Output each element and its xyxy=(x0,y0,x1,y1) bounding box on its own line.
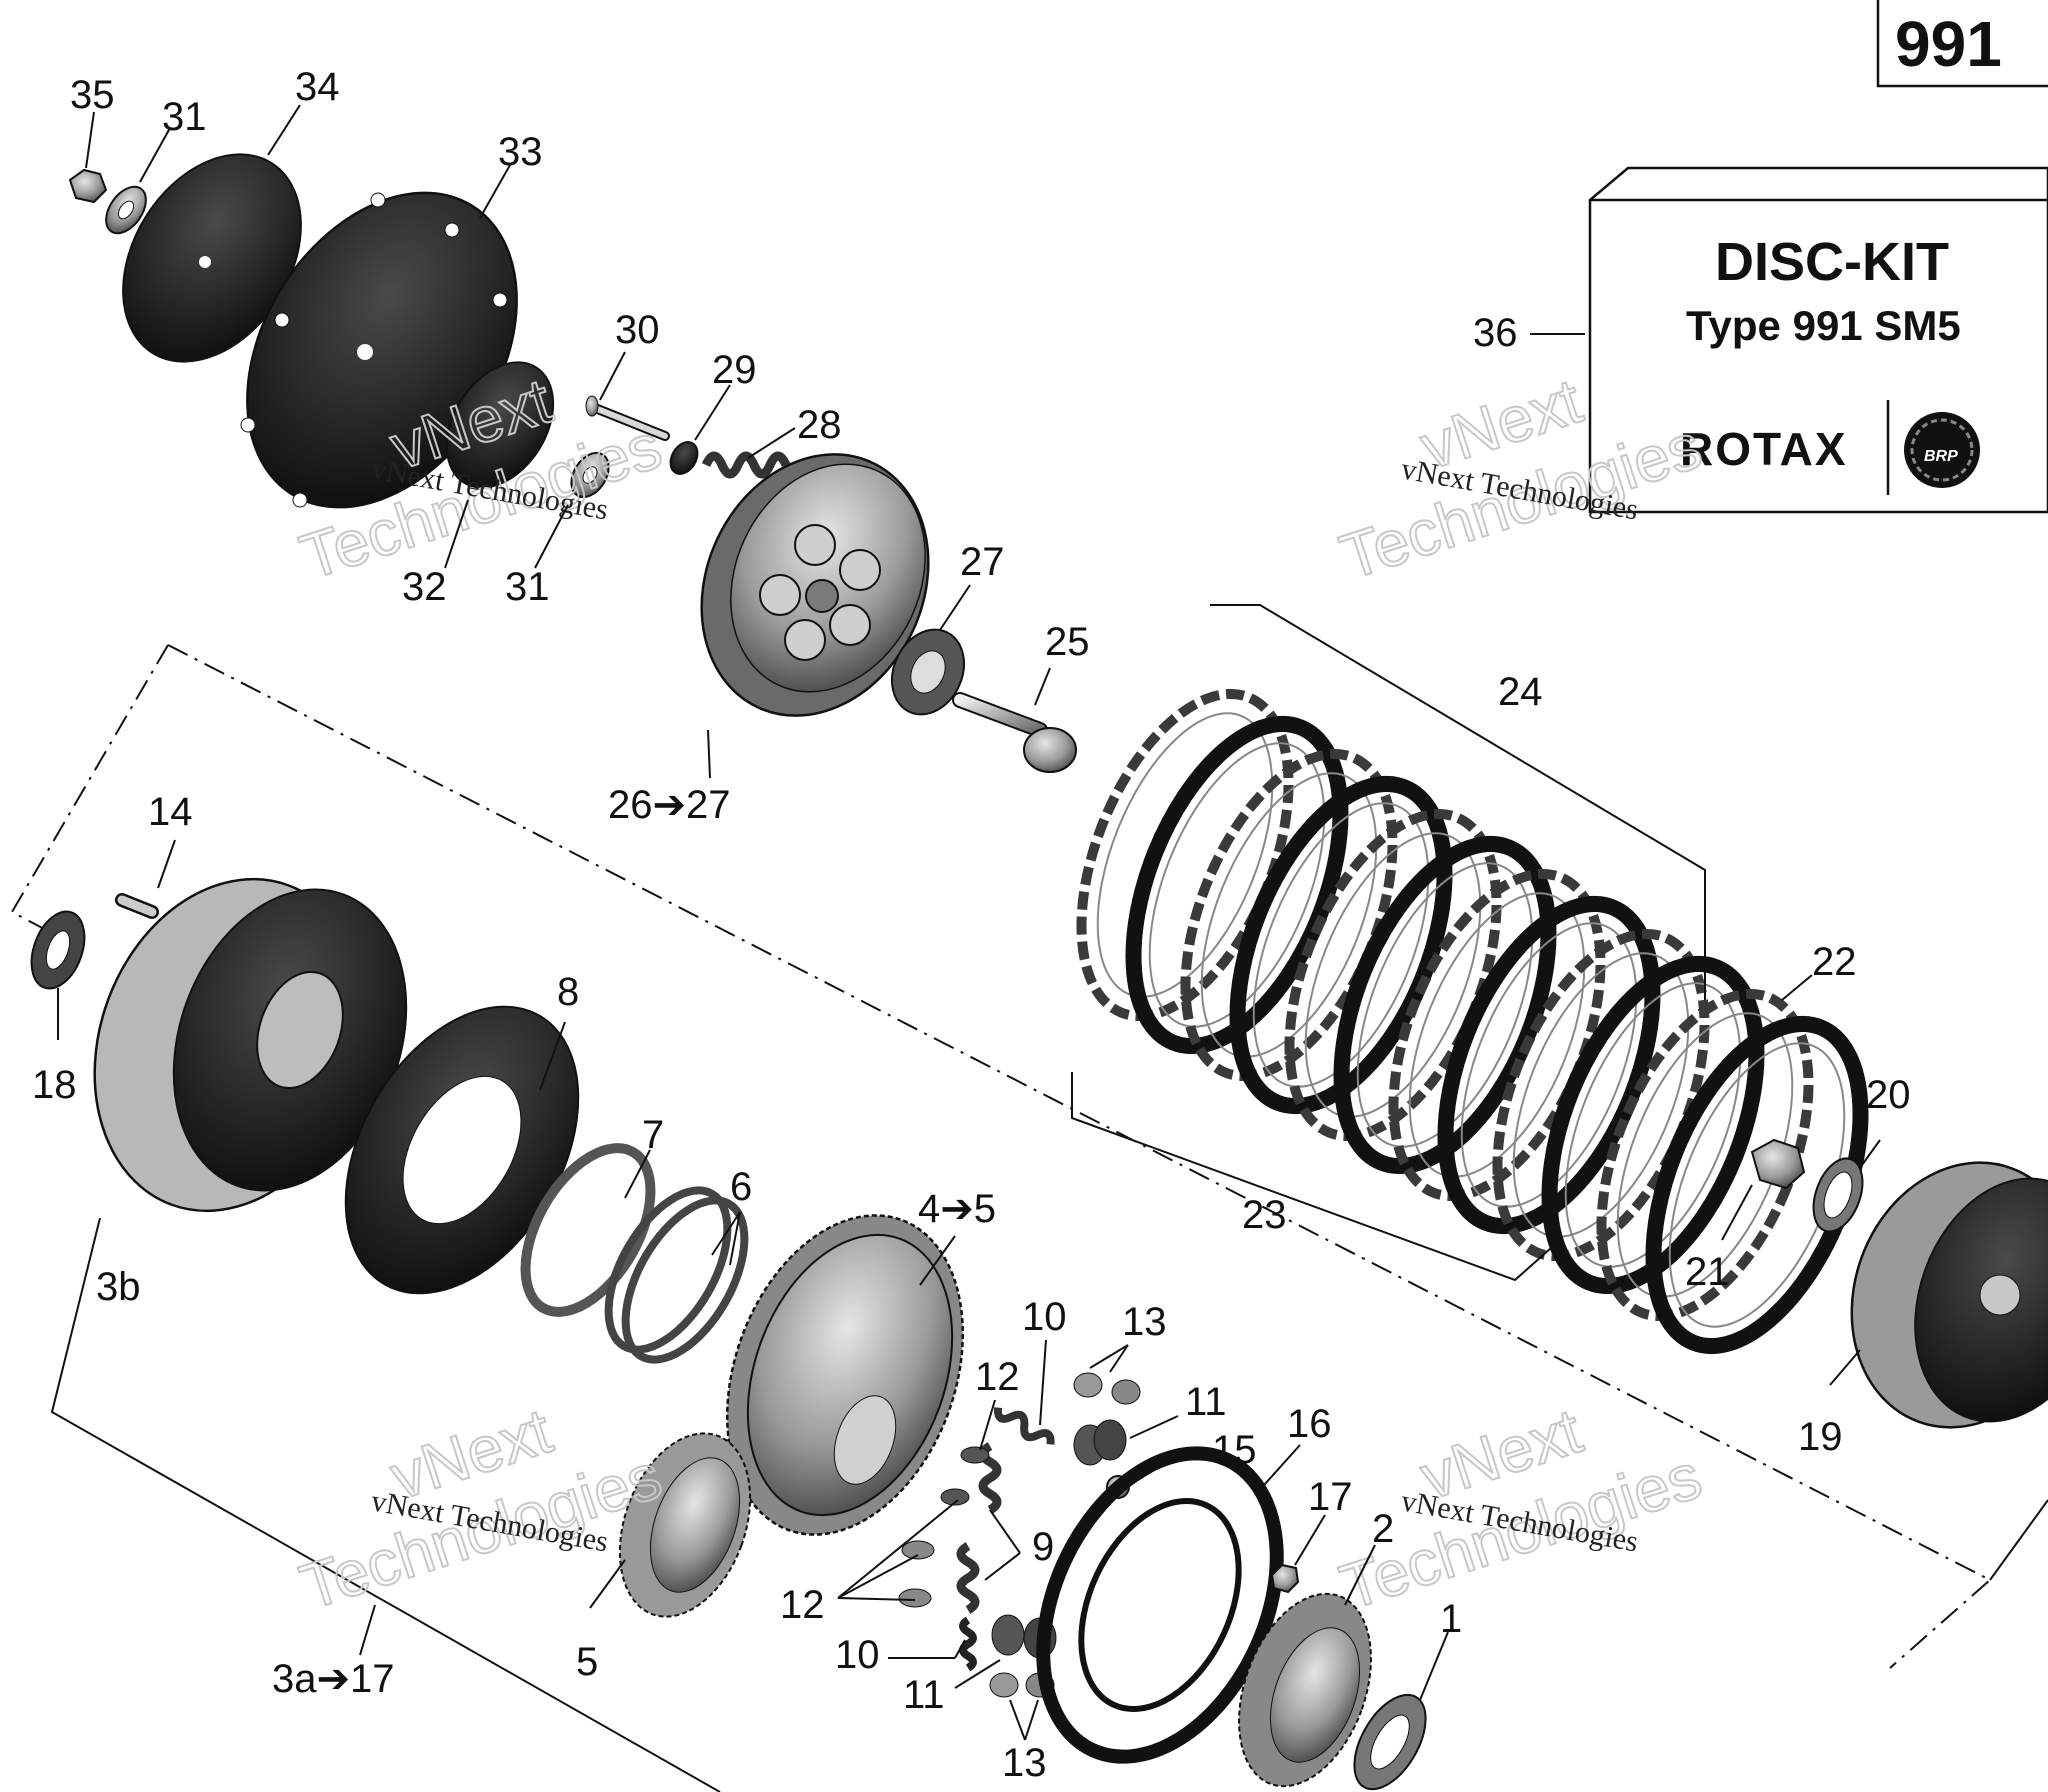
callout-27: 27 xyxy=(960,540,1005,584)
part-4-primary-gear xyxy=(725,1214,965,1536)
part-20-washer xyxy=(1812,1157,1864,1233)
callout-20: 20 xyxy=(1866,1073,1911,1117)
part-3b-clutch-basket xyxy=(93,877,408,1213)
callout-1: 1 xyxy=(1440,1597,1462,1641)
part-25-pushrod xyxy=(952,692,1077,773)
disc-stack-bracket xyxy=(1071,604,1706,1282)
clutch-disc-inner-edge xyxy=(1200,772,1378,1058)
clutch-disc-inner-edge xyxy=(1460,922,1638,1208)
part-35-nut xyxy=(68,168,108,204)
callout-34: 34 xyxy=(295,65,340,109)
callout-16: 16 xyxy=(1287,1402,1332,1446)
part-31-washer-b xyxy=(570,451,610,499)
clutch-disc-inner-edge xyxy=(1408,892,1586,1178)
callout-18: 18 xyxy=(32,1063,77,1107)
part-16-damper-plate xyxy=(1036,1446,1284,1764)
callout-36: 36 xyxy=(1473,311,1518,355)
clutch-disc-inner-edge xyxy=(1512,952,1690,1238)
part-2-gear xyxy=(1238,1592,1372,1788)
clutch-disc-inner-edge xyxy=(1096,712,1274,998)
part-14-pin xyxy=(115,893,159,919)
cover-assembly xyxy=(68,153,791,509)
part-18-ring xyxy=(30,910,86,990)
part-28-spring xyxy=(701,451,791,479)
callout-15: 15 xyxy=(1212,1428,1257,1472)
part-27-bearing xyxy=(891,628,965,716)
clutch-disc-inner-edge xyxy=(1564,982,1742,1268)
part-12-caps xyxy=(898,1446,990,1608)
callout-10-top: 10 xyxy=(1022,1295,1067,1339)
brp-logo-text: BRP xyxy=(1924,448,1958,465)
callout-21: 21 xyxy=(1685,1250,1730,1294)
part-21-nut xyxy=(1750,1138,1806,1190)
clutch-disc-inner-edge xyxy=(1304,832,1482,1118)
part-7-ring xyxy=(520,1143,656,1317)
callout-28: 28 xyxy=(797,403,842,447)
clutch-disc-inner-edge xyxy=(1148,742,1326,1028)
part-6-rings xyxy=(604,1186,749,1364)
callout-11-bottom: 11 xyxy=(903,1673,945,1717)
callout-17: 17 xyxy=(1308,1475,1353,1519)
kit-brand: ROTAX xyxy=(1680,423,1848,475)
kit-title: DISC-KIT xyxy=(1715,232,1949,292)
callout-13-top: 13 xyxy=(1122,1300,1167,1344)
callout-2: 2 xyxy=(1372,1507,1394,1551)
callout-3a-17: 3a➔17 xyxy=(272,1657,395,1701)
callout-7: 7 xyxy=(642,1113,664,1157)
callout-11-top: 11 xyxy=(1185,1380,1227,1424)
callout-4-5: 4➔5 xyxy=(918,1187,996,1231)
clutch-disc xyxy=(1541,955,1765,1295)
callout-14: 14 xyxy=(148,790,193,834)
callout-12-bottom: 12 xyxy=(780,1583,825,1627)
callout-26-27: 26➔27 xyxy=(608,783,731,827)
kit-subtitle: Type 991 SM5 xyxy=(1686,302,1961,349)
callout-31-top: 31 xyxy=(162,95,207,139)
part-8-plate xyxy=(344,1005,580,1295)
callout-30: 30 xyxy=(615,308,660,352)
part-17-nut xyxy=(1270,1563,1300,1594)
callout-9: 9 xyxy=(1032,1525,1054,1569)
part-32-diaphragm xyxy=(445,361,555,489)
callout-6: 6 xyxy=(730,1165,752,1209)
callout-23: 23 xyxy=(1242,1193,1287,1237)
page-number-box: 991 xyxy=(1876,0,2048,88)
part-30-bolt xyxy=(585,395,670,441)
callout-35: 35 xyxy=(70,73,115,117)
clutch-disc-stack xyxy=(1076,688,1869,1355)
callout-29: 29 xyxy=(712,348,757,392)
callout-32: 32 xyxy=(402,565,447,609)
part-11-cups-a xyxy=(1073,1419,1127,1466)
callout-25: 25 xyxy=(1045,620,1090,664)
callout-33: 33 xyxy=(498,130,543,174)
callout-12-top: 12 xyxy=(975,1355,1020,1399)
brp-logo-icon: BRP xyxy=(1904,412,1980,488)
callout-5: 5 xyxy=(576,1640,598,1684)
part-10-spring-a xyxy=(993,1407,1055,1445)
callout-10-bottom: 10 xyxy=(835,1633,880,1677)
part-10-spring-b xyxy=(959,1616,977,1672)
callout-8: 8 xyxy=(557,970,579,1014)
part-1-washer xyxy=(1353,1693,1427,1791)
part-5-gear xyxy=(618,1432,752,1618)
part-13-cups-a xyxy=(1073,1372,1141,1405)
disc-kit-label: DISC-KIT Type 991 SM5 ROTAX BRP xyxy=(1588,166,2048,514)
part-31-washer xyxy=(105,185,147,235)
callout-3b: 3b xyxy=(96,1265,141,1309)
callout-labels: 35 31 34 33 30 29 28 32 31 27 25 26➔27 2… xyxy=(32,65,1911,1785)
callout-24: 24 xyxy=(1498,670,1543,714)
part-29-ring xyxy=(669,441,699,475)
callout-19: 19 xyxy=(1798,1415,1843,1459)
callout-22: 22 xyxy=(1812,940,1857,984)
part-26-pressure-plate xyxy=(700,453,930,717)
part-9-spring xyxy=(956,1442,1002,1614)
callout-13-bottom: 13 xyxy=(1002,1741,1047,1785)
part-19-inner-hub xyxy=(1850,1161,2048,1429)
leader-lines xyxy=(57,104,1881,1741)
page-number: 991 xyxy=(1895,8,2002,80)
callout-31-bottom: 31 xyxy=(505,565,550,609)
assembly-grouping-lines xyxy=(10,644,2048,1792)
clutch-disc-inner-edge xyxy=(1252,802,1430,1088)
clutch-disc-inner-edge xyxy=(1356,862,1534,1148)
